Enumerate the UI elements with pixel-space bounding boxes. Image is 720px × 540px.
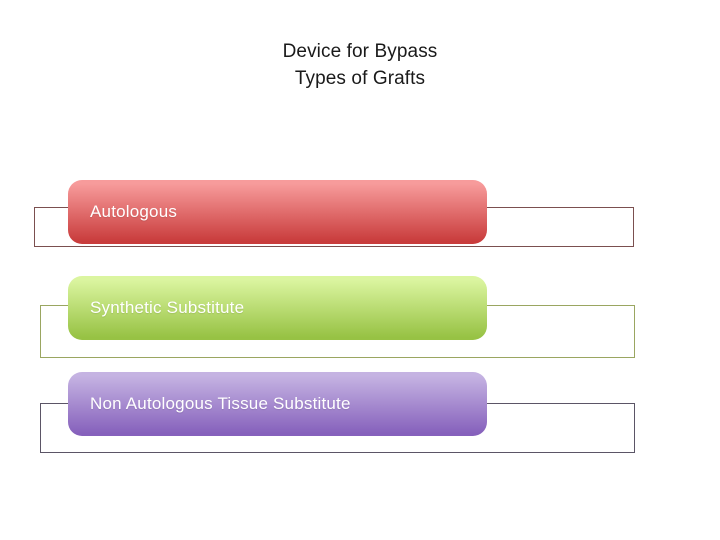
category-label-autologous: Autologous (90, 202, 178, 221)
page-title: Device for Bypass Types of Grafts (0, 38, 720, 92)
category-label-non-autologous-tissue-substitute: Non Autologous Tissue Substitute (90, 394, 351, 413)
category-bar-synthetic-substitute[interactable]: Synthetic Substitute (68, 276, 487, 340)
page-title-line-2: Types of Grafts (294, 68, 426, 89)
category-bar-non-autologous-tissue-substitute[interactable]: Non Autologous Tissue Substitute (68, 372, 487, 436)
category-bar-autologous[interactable]: Autologous (68, 180, 487, 244)
category-label-synthetic-substitute: Synthetic Substitute (90, 298, 245, 317)
page-title-line-1: Device for Bypass (282, 41, 438, 62)
